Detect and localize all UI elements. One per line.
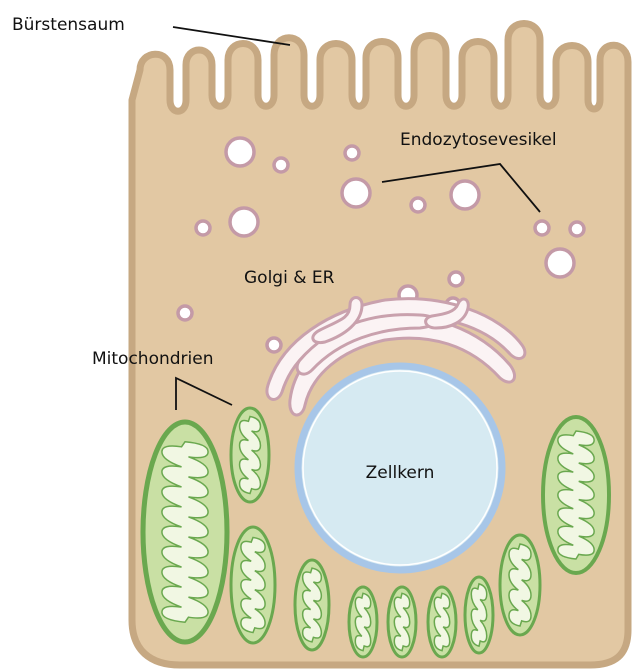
vesicle bbox=[226, 138, 254, 166]
vesicle bbox=[535, 221, 549, 235]
vesicle bbox=[267, 338, 281, 352]
mitochondrion bbox=[295, 560, 329, 650]
mitochondrion bbox=[231, 527, 275, 643]
vesicle bbox=[411, 198, 425, 212]
vesicle bbox=[196, 221, 210, 235]
vesicle bbox=[342, 179, 370, 207]
mitochondrion bbox=[543, 417, 609, 573]
vesicle bbox=[449, 272, 463, 286]
mitochondrion bbox=[231, 408, 269, 502]
label-golgi-er: Golgi & ER bbox=[244, 268, 335, 288]
label-brush-border: Bürstensaum bbox=[12, 15, 125, 35]
vesicle bbox=[451, 181, 479, 209]
mitochondrion bbox=[388, 587, 416, 657]
label-mitochondria: Mitochondrien bbox=[92, 349, 214, 369]
mitochondrion bbox=[428, 587, 456, 657]
mitochondrion bbox=[143, 422, 227, 642]
label-endocytic-vesicles: Endozytosevesikel bbox=[400, 130, 557, 150]
mitochondrion bbox=[500, 535, 540, 635]
vesicle bbox=[274, 158, 288, 172]
label-nucleus: Zellkern bbox=[366, 463, 435, 483]
mitochondrion bbox=[349, 587, 377, 657]
vesicle bbox=[546, 249, 574, 277]
vesicle bbox=[178, 306, 192, 320]
mitochondrion bbox=[465, 577, 493, 653]
vesicle bbox=[230, 208, 258, 236]
vesicle bbox=[570, 222, 584, 236]
vesicle bbox=[345, 146, 359, 160]
